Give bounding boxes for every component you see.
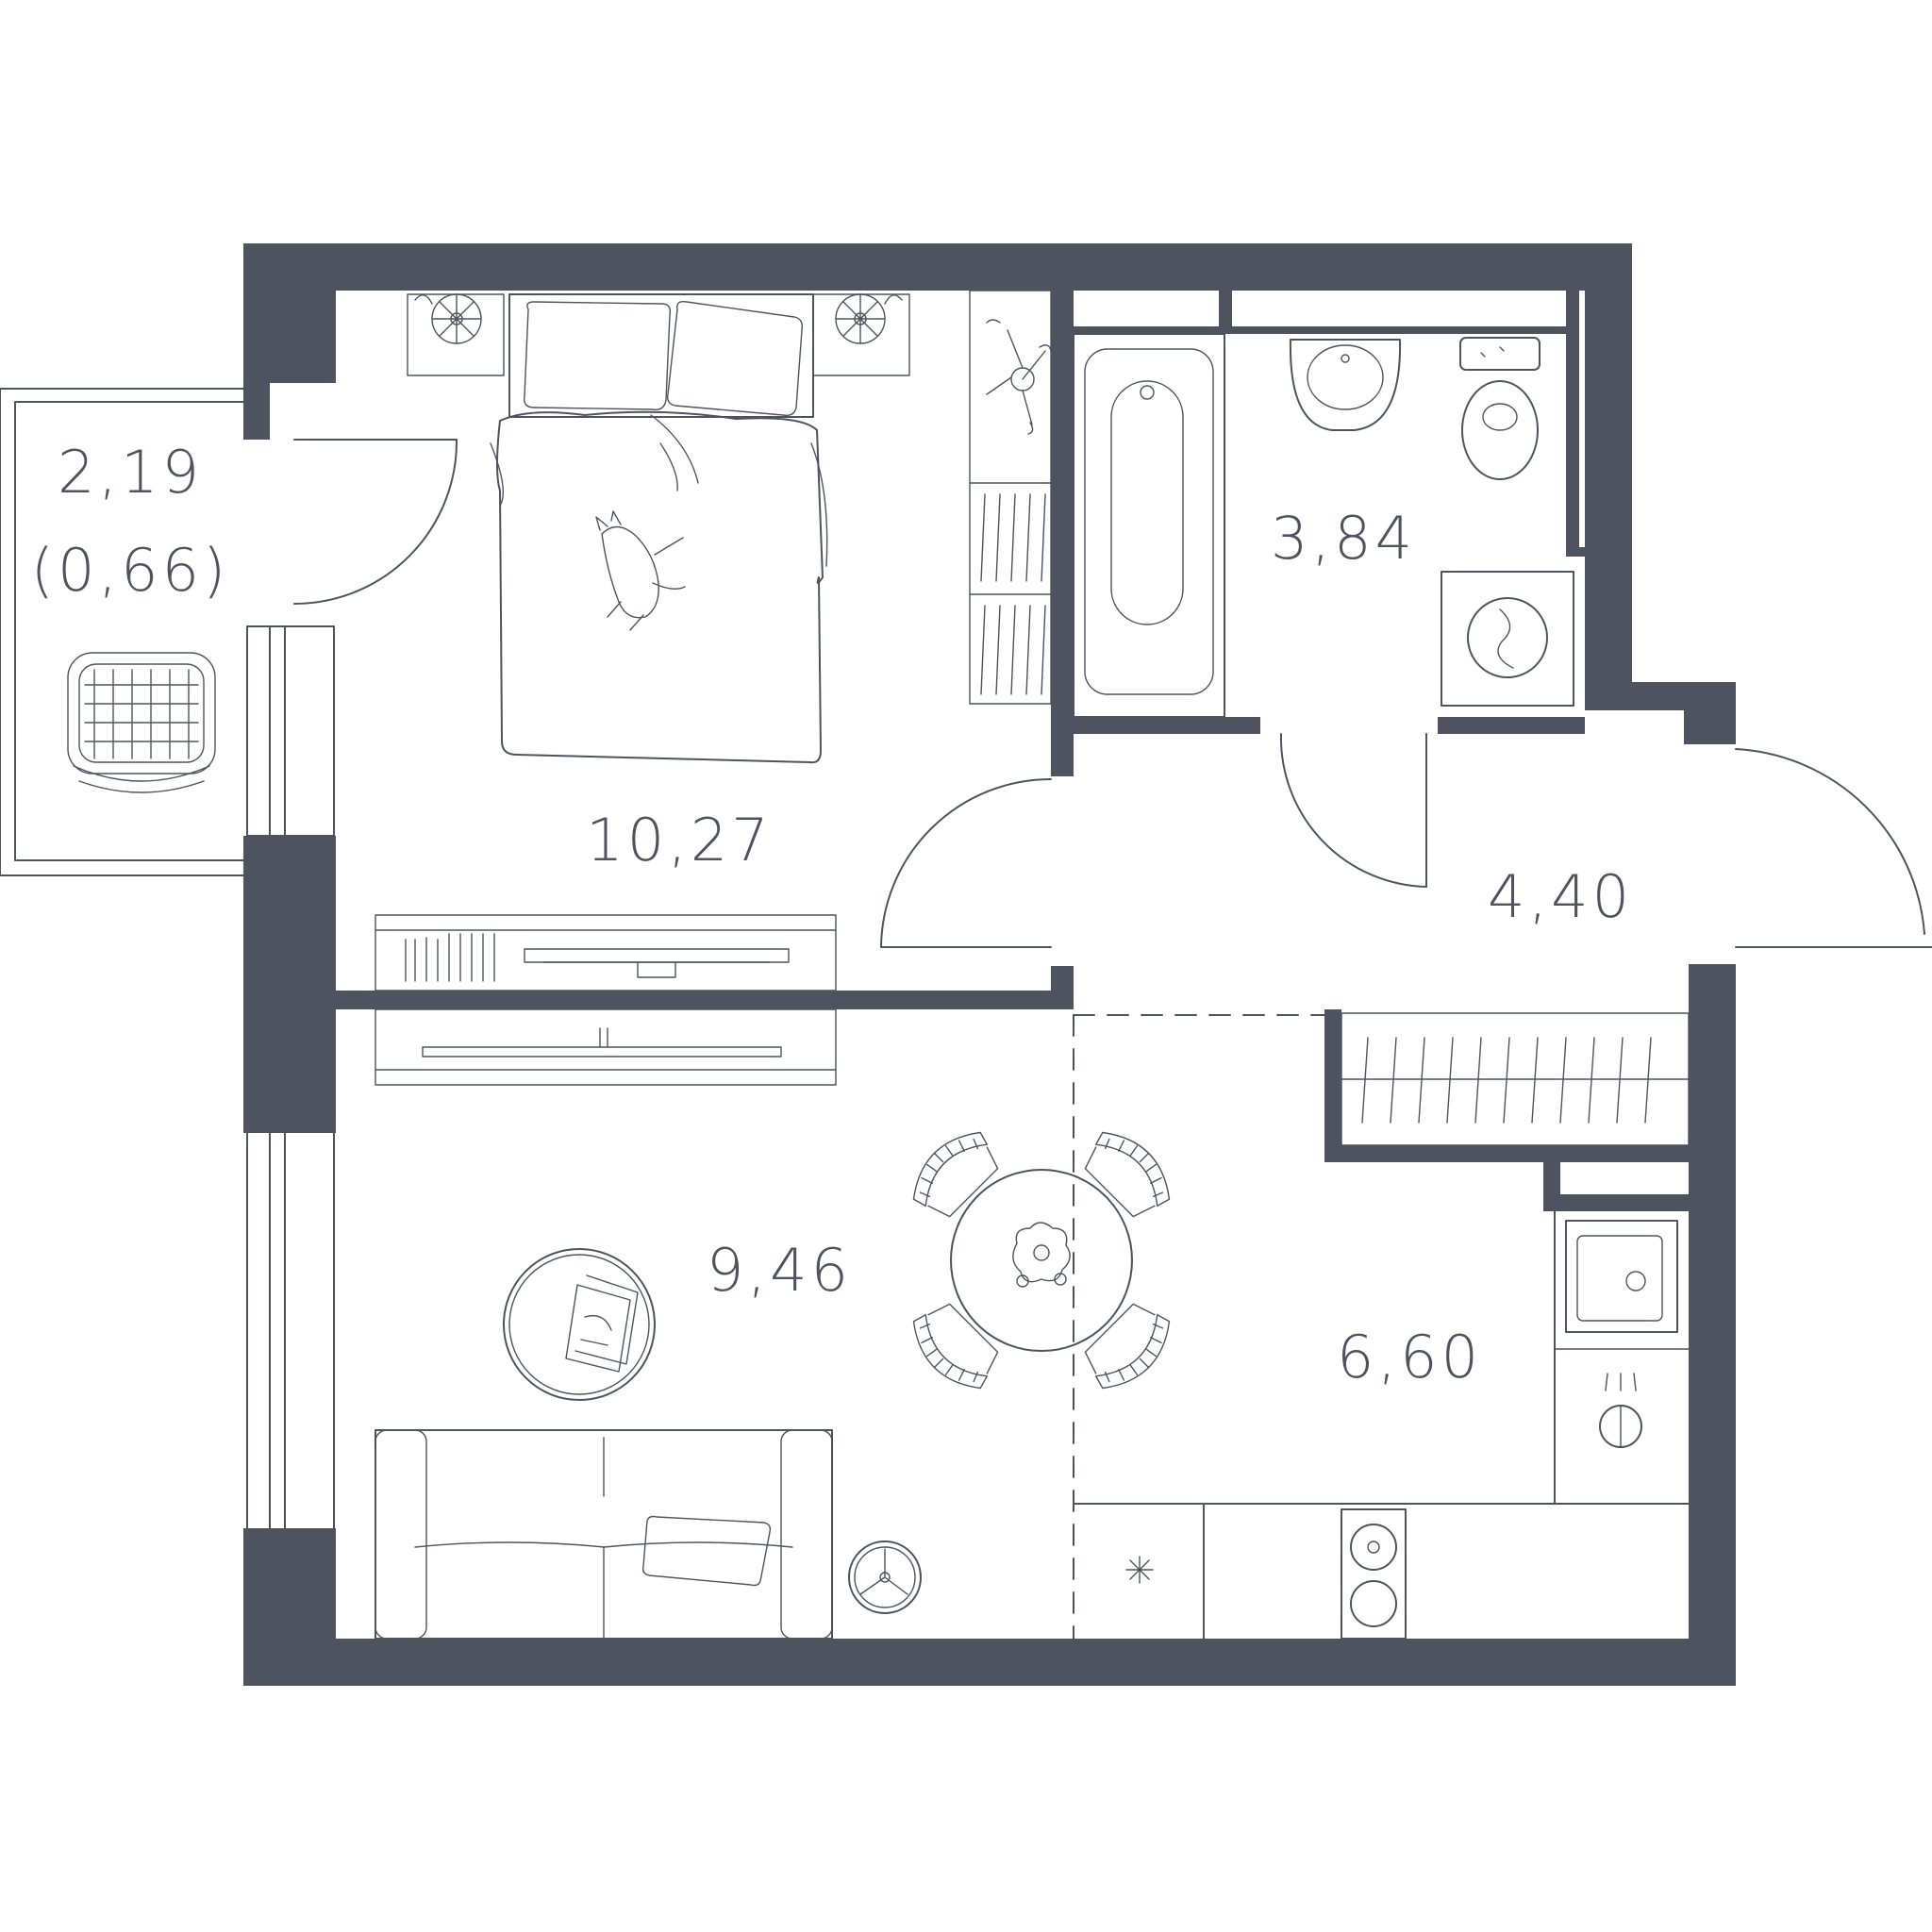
- kitchen-zone-divider: [1073, 1014, 1325, 1640]
- coffee-table: [503, 1248, 656, 1401]
- bathroom-door: [1279, 733, 1427, 888]
- chair-bottom-left: [912, 1303, 999, 1390]
- chair-top-left: [912, 1131, 999, 1218]
- chair-bottom-right: [1084, 1303, 1171, 1390]
- toilet-icon: [1459, 337, 1541, 480]
- hall-wardrobe: [1341, 1012, 1690, 1146]
- balcony-door: [293, 439, 458, 605]
- magazine-icon: [565, 1274, 639, 1373]
- balcony-reduced-area-label: (0,66): [31, 536, 229, 605]
- balcony-area-label: 2,19: [58, 438, 203, 507]
- entrance-door: [1735, 748, 1932, 948]
- kitchen-sink-icon: [1565, 1220, 1678, 1333]
- windows: [246, 625, 335, 1542]
- washing-machine-icon: [1441, 571, 1574, 707]
- living-area-label: 9,46: [707, 1236, 852, 1305]
- bedroom-tv-unit: [375, 914, 837, 991]
- sofa: [375, 1429, 833, 1640]
- kitchen-area-label: 6,60: [1337, 1323, 1482, 1391]
- kitchen-tap-icon: [1599, 1373, 1642, 1448]
- bedroom-area-label: 10,27: [586, 806, 773, 874]
- kitchen-fixtures: [1073, 1210, 1690, 1640]
- lamp-icon-left: [414, 293, 482, 344]
- floor-lamp-icon: [848, 1541, 922, 1614]
- sink-icon: [1289, 339, 1402, 431]
- bedroom-wardrobe: [969, 290, 1052, 705]
- chair-top-right: [1084, 1131, 1171, 1218]
- area-labels: 2,19 (0,66) 10,27 3,84 4,40 9,46 6,60: [31, 438, 1633, 1391]
- plant-icon: [986, 319, 1052, 435]
- basket-chair: [67, 652, 216, 793]
- bathroom-fixtures: [1073, 333, 1574, 718]
- fridge-icon: [1125, 1556, 1154, 1584]
- hall-area-label: 4,40: [1488, 862, 1633, 931]
- walls: [243, 243, 1736, 1686]
- lamp-icon-right: [835, 293, 903, 344]
- bathroom-area-label: 3,84: [1271, 504, 1416, 573]
- bedroom-door: [880, 778, 1052, 948]
- balcony: [0, 388, 244, 876]
- bedroom-furniture: [407, 293, 910, 764]
- books-icon: [405, 933, 495, 982]
- cat-icon: [595, 510, 686, 631]
- living-tv-unit: [375, 1008, 837, 1086]
- dining-table: [912, 1131, 1171, 1390]
- flower-icon: [1012, 1222, 1071, 1288]
- stove-icon: [1341, 1508, 1407, 1640]
